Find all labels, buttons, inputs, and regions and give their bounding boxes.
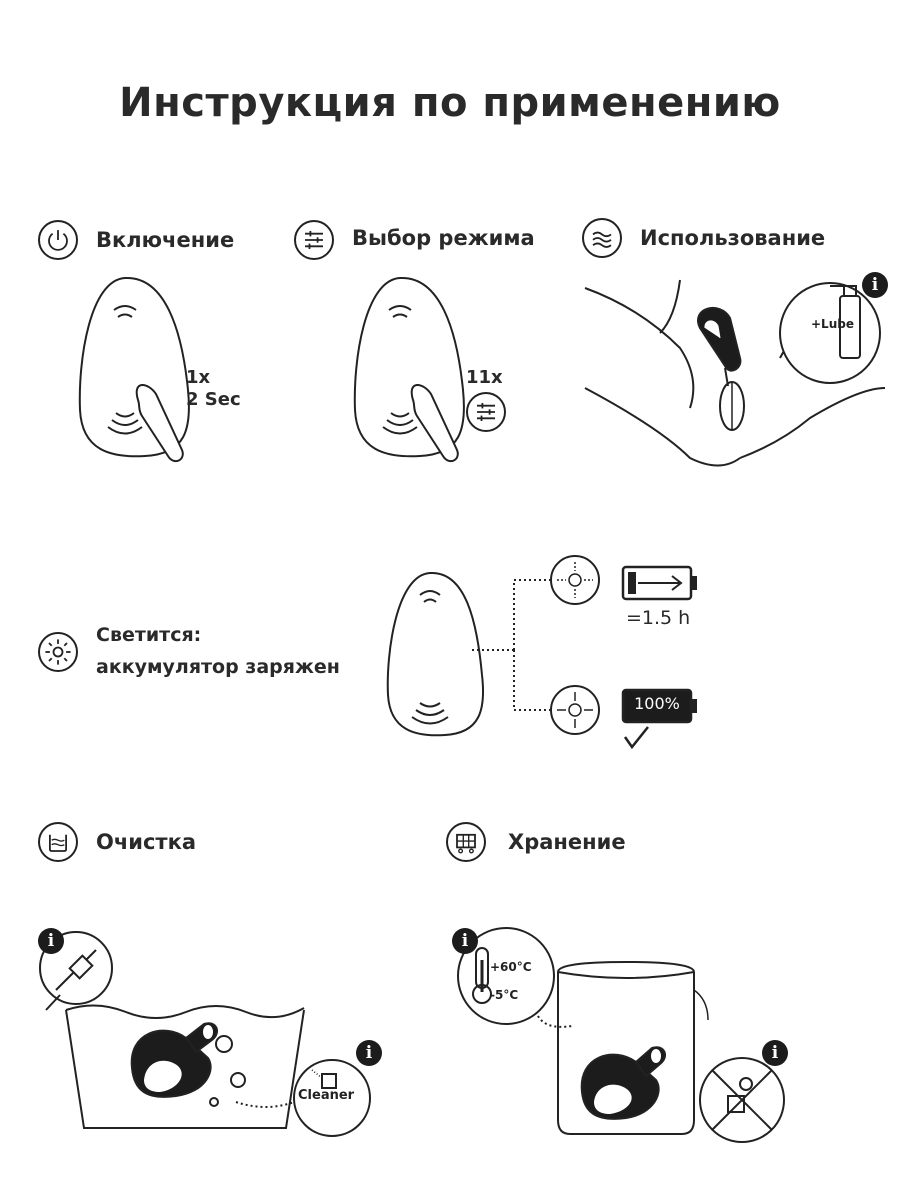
- light-icon: [38, 632, 78, 672]
- led-label: Светится:: [96, 624, 202, 646]
- power-icon: [38, 220, 78, 260]
- water-icon: [38, 822, 78, 862]
- cleaning-label: Очистка: [96, 830, 197, 854]
- cleaning-illustration: [39, 931, 371, 1137]
- led-sublabel: аккумулятор заряжен: [96, 656, 340, 678]
- storage-cart-icon: [446, 822, 486, 862]
- device-led-illustration: [386, 555, 697, 750]
- power-label: Включение: [96, 228, 235, 252]
- battery-full: 100%: [634, 694, 680, 713]
- power-press-count: 1x: [186, 367, 211, 388]
- mode-label: Выбор режима: [352, 226, 535, 250]
- info-icon: i: [862, 272, 888, 298]
- storage-temp-low: -5°C: [490, 988, 519, 1002]
- info-icon: i: [38, 928, 64, 954]
- power-duration: 2 Sec: [186, 389, 241, 410]
- usage-label: Использование: [640, 226, 826, 250]
- mode-press-count: 11x: [466, 367, 503, 388]
- device-mode-illustration: [353, 276, 465, 463]
- usage-illustration: [584, 279, 886, 467]
- info-icon: i: [452, 928, 478, 954]
- page-title: Инструкция по применению: [119, 80, 781, 126]
- mode-sliders-small-icon: [466, 392, 506, 432]
- storage-illustration: [457, 927, 785, 1143]
- info-icon: i: [762, 1040, 788, 1066]
- info-icon: i: [356, 1040, 382, 1066]
- storage-label: Хранение: [508, 830, 626, 854]
- device-power-illustration: [78, 276, 190, 463]
- lube-label: +Lube: [811, 317, 854, 331]
- storage-temp-high: +60°C: [490, 960, 532, 974]
- waves-hand-icon: [582, 218, 622, 258]
- mode-sliders-icon: [294, 220, 334, 260]
- battery-time: =1.5 h: [626, 607, 691, 629]
- cleaner-label: Cleaner: [298, 1088, 355, 1103]
